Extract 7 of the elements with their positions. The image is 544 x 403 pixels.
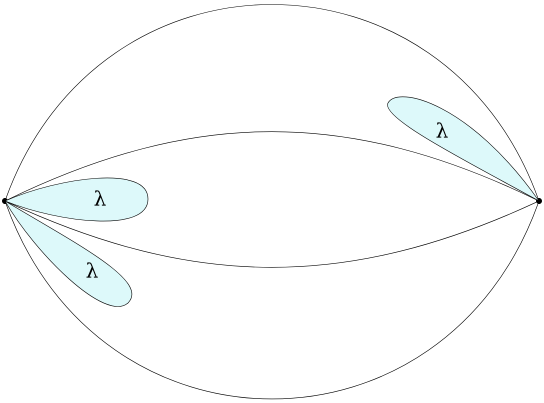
curved-edge [8,131,536,200]
loop-label: λ [94,190,106,206]
curved-edge [8,202,536,268]
loop-label: λ [436,122,448,138]
curved-edge [6,204,538,400]
loop-label: λ [86,262,98,278]
curved-edge [6,4,538,198]
